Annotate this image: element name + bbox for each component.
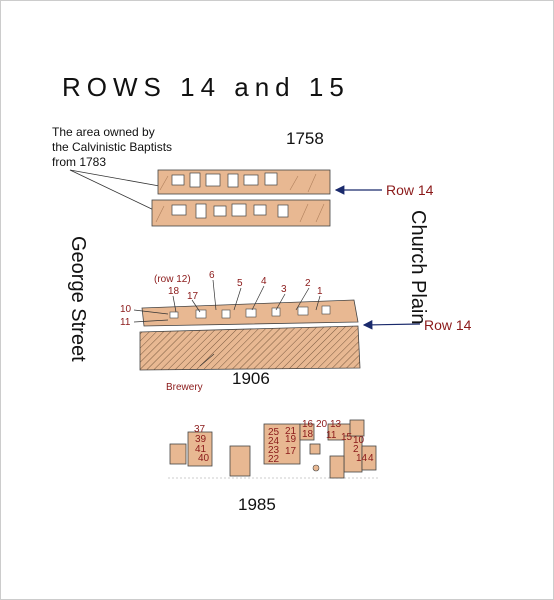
annotation-line-1: The area owned by	[52, 125, 155, 139]
plot-19: 19	[285, 434, 297, 445]
plot-23: 23	[268, 445, 280, 456]
plot-21: 21	[285, 426, 297, 437]
plot-15: 15	[341, 432, 353, 443]
year-1758: 1758	[286, 129, 324, 148]
plot-11-1985: 11	[326, 430, 337, 441]
brewery-label: Brewery	[166, 382, 203, 393]
annotation-line-3: from 1783	[52, 155, 106, 169]
row14-label-mid: Row 14	[424, 317, 472, 333]
church-plain-label: Church Plain	[407, 210, 429, 325]
plot-4-1985: 4	[368, 453, 374, 464]
year-1985: 1985	[238, 495, 276, 514]
plot-17-1985: 17	[285, 446, 297, 457]
year-1906: 1906	[232, 369, 270, 388]
annotation-pointer-lower	[69, 169, 159, 213]
plot-5: 5	[237, 278, 243, 289]
plot-1: 1	[317, 286, 323, 297]
plot-11: 11	[120, 317, 131, 328]
plot-3: 3	[281, 284, 287, 295]
plot-14: 14	[356, 453, 368, 464]
plot-2-1985: 2	[353, 444, 359, 455]
plot-18-1985: 18	[302, 429, 314, 440]
plot-2: 2	[305, 278, 311, 289]
row12-label: (row 12)	[154, 274, 191, 285]
plot-numbers-1985: 37 39 41 40 25 24 23 22 21 19 17 16 20 1…	[194, 419, 374, 465]
plot-13: 13	[330, 419, 342, 430]
plot-37: 37	[194, 424, 206, 435]
annotation-pointer-upper	[69, 169, 166, 188]
plot-40: 40	[198, 453, 210, 464]
plot-24: 24	[268, 436, 280, 447]
plot-17: 17	[187, 291, 199, 302]
plot-22: 22	[268, 454, 280, 465]
parcels-1906	[139, 299, 361, 371]
plot-18: 18	[168, 286, 180, 297]
parcels-1985	[168, 419, 380, 479]
row14-arrow-mid	[362, 320, 421, 330]
row14-label-top: Row 14	[386, 182, 434, 198]
george-street-label: George Street	[67, 236, 89, 362]
parcels-1758	[151, 169, 331, 227]
map-title: ROWS 14 and 15	[62, 72, 350, 102]
plot-10: 10	[120, 304, 132, 315]
plot-41: 41	[195, 444, 207, 455]
plot-16: 16	[302, 419, 314, 430]
annotation-line-2: the Calvinistic Baptists	[52, 140, 172, 154]
plot-6: 6	[209, 270, 215, 281]
plot-39: 39	[195, 434, 207, 445]
brewery-block	[139, 325, 361, 371]
plot-4: 4	[261, 276, 267, 287]
plot-25: 25	[268, 427, 280, 438]
plot-10-1985: 10	[353, 435, 365, 446]
plot-20: 20	[316, 419, 328, 430]
